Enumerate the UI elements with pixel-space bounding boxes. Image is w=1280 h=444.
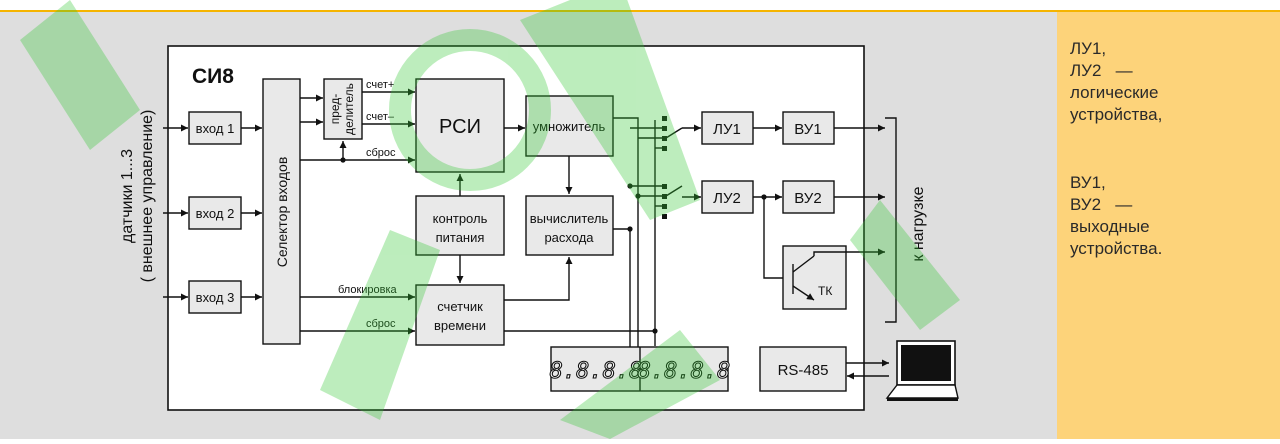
rsi-block <box>415 78 505 173</box>
switch-contact <box>662 116 667 121</box>
signal-count-minus: счет– <box>366 111 395 123</box>
power-control-label-2: питания <box>436 230 485 245</box>
output-unit-1-block <box>782 111 835 145</box>
junction-dot <box>652 328 658 334</box>
input-box-3: вход 3 <box>188 280 242 314</box>
signal-block: блокировка <box>338 284 398 296</box>
legend-note-output: ВУ1, ВУ2 — выходные устройства. <box>1070 173 1163 258</box>
load-caption: к нагрузке <box>910 186 927 261</box>
signal-reset-2: сброс <box>366 318 396 330</box>
flow-calculator-block <box>525 195 614 256</box>
switch-contact <box>662 184 667 189</box>
junction-dot <box>635 193 641 199</box>
device-title: СИ8 <box>192 65 234 88</box>
junction-dot <box>627 226 633 232</box>
input-box-1: вход 1 <box>188 111 242 145</box>
junction-dot <box>340 157 346 163</box>
input-selector-label: Селектор входов <box>274 157 290 268</box>
junction-dot <box>627 183 633 189</box>
input-label: вход 1 <box>196 121 235 136</box>
power-control-block <box>415 195 505 256</box>
switch-contact <box>662 194 667 199</box>
signal-count-plus: счет+ <box>366 79 394 91</box>
multiplier-block <box>525 95 614 157</box>
top-rule <box>0 0 1280 12</box>
prescaler-label-1: пред- <box>328 94 342 125</box>
rs485-label: RS-485 <box>778 362 829 379</box>
output-unit-2-label: ВУ2 <box>794 190 821 207</box>
switch-contact <box>662 136 667 141</box>
logic-unit-2-label: ЛУ2 <box>713 190 741 207</box>
computer-icon <box>885 340 959 401</box>
input-label: вход 3 <box>196 290 235 305</box>
time-counter-label-2: времени <box>434 318 486 333</box>
display-2: 8.8.8.8 <box>638 359 731 384</box>
rs485-block <box>759 346 847 392</box>
transistor-label: ТК <box>818 284 832 298</box>
inputs-caption-sub: ( внешнее управление) <box>139 110 156 283</box>
switch-contact <box>662 214 667 219</box>
top-rule-accent <box>0 10 1280 12</box>
legend-panel: ЛУ1, ЛУ2 — логические устройства, ВУ1, В… <box>1057 12 1280 439</box>
transistor-icon <box>792 248 885 301</box>
input-box-2: вход 2 <box>188 196 242 230</box>
switch-contact <box>662 204 667 209</box>
switch-contact <box>662 126 667 131</box>
flow-calculator-label-2: расхода <box>544 230 594 245</box>
power-control-label-1: контроль <box>433 211 488 226</box>
prescaler-block <box>323 78 363 140</box>
multiplier-label: умножитель <box>533 119 606 134</box>
logic-unit-1-block <box>701 111 754 145</box>
inputs-caption: датчики 1...3 <box>119 149 136 243</box>
output-unit-1-label: ВУ1 <box>794 121 821 138</box>
switch-contact <box>662 146 667 151</box>
flow-calculator-label-1: вычислитель <box>530 211 609 226</box>
display-1: 8.8.8.8 <box>550 359 643 384</box>
input-label: вход 2 <box>196 206 235 221</box>
rsi-label: РСИ <box>439 116 481 138</box>
signal-reset: сброс <box>366 147 396 159</box>
logic-unit-1-label: ЛУ1 <box>713 121 741 138</box>
time-counter-label-1: счетчик <box>437 299 483 314</box>
time-counter-block <box>415 284 505 346</box>
prescaler-label-2: делитель <box>342 83 356 135</box>
legend-note-logic: ЛУ1, ЛУ2 — логические устройства, <box>1070 39 1163 124</box>
input-selector-block <box>262 78 301 345</box>
